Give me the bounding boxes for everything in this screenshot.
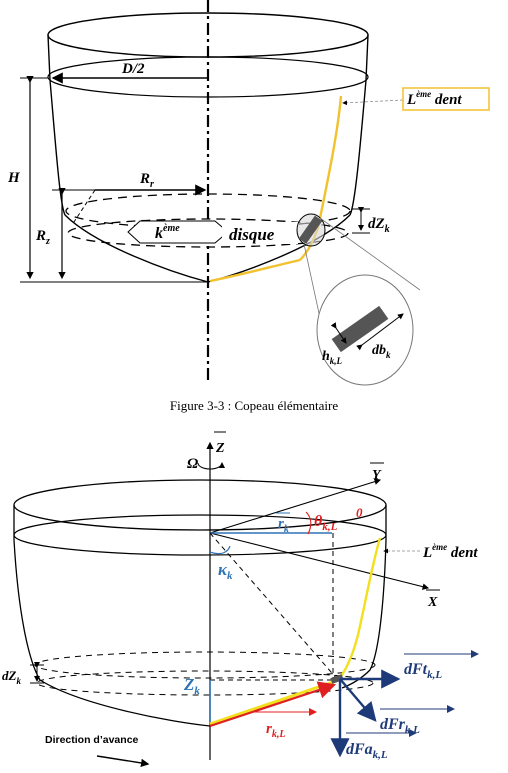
- theta-arc: [305, 511, 312, 535]
- dfr-arrow: [339, 678, 377, 722]
- direction-label: Direction d’avance: [45, 734, 139, 746]
- l-eme-dent-label-1: Lème dent: [406, 89, 462, 108]
- zoom-line-top: [319, 217, 421, 291]
- omega-label: Ω: [187, 456, 198, 472]
- kappa-arc: [209, 545, 231, 555]
- theta-label: θk,L: [314, 513, 338, 533]
- dft-label: dFtk,L: [404, 661, 442, 681]
- dfa-label: dFak,L: [346, 741, 388, 761]
- tooth-2-curve: [337, 537, 382, 681]
- d-half-label: D/2: [121, 61, 145, 77]
- figure-1-tool-diagram: D/2 Rr H Rz kème disque dZk: [7, 0, 490, 386]
- y-axis-label: Y: [372, 468, 382, 483]
- db-k-arrow: [356, 313, 404, 351]
- r-kl-label: rk,L: [266, 721, 285, 740]
- k-eme-label: kème: [155, 223, 180, 242]
- zero-label: 0: [356, 505, 363, 520]
- r-kl-yellow-line: [209, 679, 337, 726]
- disque-box: [222, 222, 298, 244]
- h-kl-label: hk,L: [322, 349, 343, 366]
- r-r-label: Rr: [139, 171, 154, 190]
- h-label: H: [7, 170, 21, 186]
- h-kl-arrow: [330, 322, 347, 344]
- k-eme-box: [127, 220, 229, 244]
- tooth-curve: [299, 95, 343, 261]
- l-eme-dent-box-1: [402, 87, 490, 111]
- tool-left-wall: [47, 34, 66, 216]
- dz-k-2-label: dZk: [2, 668, 21, 686]
- z-k-label: Zk: [183, 675, 200, 697]
- r-r-dashed-line: [71, 189, 96, 226]
- figure-2-force-diagram: Z Ω Y X rk θk,L 0 κk: [2, 431, 479, 768]
- omega-arc: [197, 462, 225, 470]
- tool-2-left-wall: [13, 505, 211, 727]
- r-z-label: Rz: [35, 228, 50, 247]
- y-axis: [209, 478, 382, 534]
- dashed-diagonal: [209, 532, 339, 681]
- l-eme-dent-label-2: Lème dent: [422, 542, 478, 561]
- z-axis-label: Z: [215, 441, 225, 456]
- db-k-label: dbk: [372, 343, 391, 360]
- tool-2-disk-lower: [36, 670, 374, 696]
- dz-k-label: dZk: [368, 216, 390, 235]
- kappa-label: κk: [218, 560, 233, 582]
- direction-arrow: [96, 755, 150, 768]
- disque-label: disque: [229, 225, 275, 244]
- r-kl-red-line: [209, 681, 337, 728]
- r-k-label: rk: [278, 516, 289, 535]
- tool-right-wall: [349, 34, 369, 216]
- chip-small: [298, 215, 323, 244]
- tooth-bottom-curve: [209, 258, 301, 283]
- chip-2: [330, 674, 344, 684]
- x-axis-label: X: [427, 595, 438, 610]
- l-eme-pointer-1: [342, 99, 404, 106]
- figure-1-caption: Figure 3-3 : Copeau élémentaire: [170, 398, 338, 413]
- x-axis: [209, 532, 430, 590]
